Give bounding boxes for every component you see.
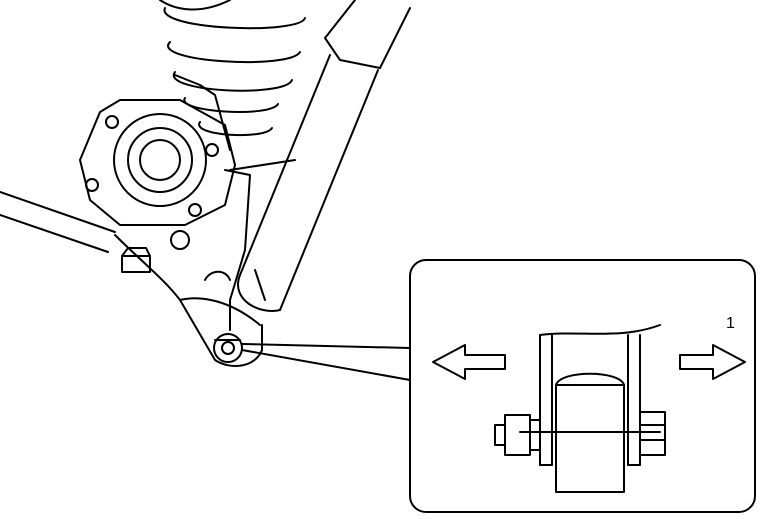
wheel-hub — [79, 99, 236, 226]
callout-number: 1 — [726, 315, 735, 332]
arrow-right-icon — [679, 344, 746, 380]
coil-spring — [159, 0, 306, 137]
bushing-detail — [494, 324, 666, 493]
lower-mount-bolt — [213, 333, 243, 363]
shock-absorber — [237, 0, 411, 312]
callout-leader — [241, 343, 411, 349]
bushing-detail-inset — [409, 259, 756, 513]
axle-shaft — [0, 191, 116, 253]
arrow-left-icon — [432, 344, 506, 380]
upper-bolt — [121, 247, 151, 273]
callout-leader — [241, 349, 411, 381]
